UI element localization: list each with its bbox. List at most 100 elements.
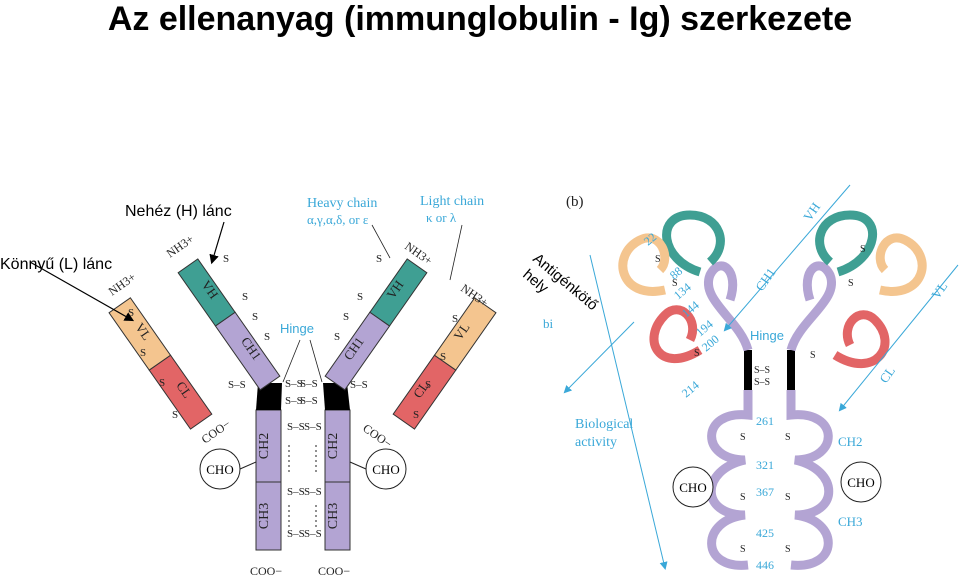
hinge-label-a: Hinge: [280, 321, 314, 336]
left-arm-heavy-chain: CH1 VH: [177, 258, 281, 391]
hinge-right-block: [323, 383, 350, 410]
heavy-chain-classes: α,γ,α,δ, or ε: [307, 212, 369, 227]
coo-label: COO−: [199, 416, 234, 446]
cho-b-left: CHO: [672, 466, 714, 508]
light-chain-classes: κ or λ: [426, 210, 457, 225]
cho-left: CHO: [199, 448, 257, 490]
ss-bond: S–S: [304, 528, 322, 540]
svg-text:S: S: [172, 409, 178, 421]
vh-loops: [662, 210, 878, 277]
svg-text:S: S: [785, 492, 791, 503]
svg-text:S: S: [128, 307, 134, 319]
svg-text:S: S: [672, 278, 678, 289]
svg-text:214: 214: [679, 378, 702, 400]
biological-activity-label-1: Biological: [575, 417, 633, 432]
hinge-bar-right: [787, 350, 795, 390]
svg-text:CHO: CHO: [679, 480, 706, 495]
right-arm-heavy-chain: CH1 VH: [324, 258, 428, 391]
svg-text:S: S: [264, 331, 270, 343]
svg-text:S–S: S–S: [754, 365, 770, 376]
light-chain-hu-label: Könnyű (L) lánc: [0, 256, 112, 273]
svg-text:144: 144: [679, 298, 702, 320]
svg-text:S: S: [159, 377, 165, 389]
ss-bond: S–S: [287, 528, 305, 540]
ch2-left-label: CH2: [257, 433, 272, 459]
ch3-right-label: CH3: [326, 503, 341, 529]
svg-text:S: S: [413, 409, 419, 421]
svg-text:S: S: [860, 244, 866, 255]
coo-label: COO−: [250, 564, 282, 578]
svg-text:S: S: [848, 278, 854, 289]
domain-range-arrows: [563, 184, 959, 570]
svg-text:S: S: [425, 379, 431, 391]
stem-left-heavy-chain: CH2 CH3: [255, 409, 282, 551]
svg-text:S: S: [440, 351, 446, 363]
ss-bond: S–S: [300, 378, 318, 390]
svg-text:S: S: [252, 311, 258, 323]
svg-text:S: S: [740, 432, 746, 443]
heavy-chain-arrow: [209, 221, 225, 265]
hinge-label-b: Hinge: [750, 328, 784, 343]
coo-label: COO−: [318, 564, 350, 578]
cho-b-right: CHO: [840, 461, 882, 503]
nh3-label: NH3+: [164, 232, 197, 261]
svg-text:S: S: [376, 253, 382, 265]
ch1-loops: [703, 261, 837, 352]
svg-text:S: S: [655, 254, 661, 265]
svg-text:S: S: [357, 291, 363, 303]
right-arm-light-chain: CL VL: [392, 297, 497, 430]
svg-text:446: 446: [756, 558, 774, 572]
svg-text:CHO: CHO: [206, 462, 233, 477]
cl-loops: [649, 305, 890, 369]
residue-numbers: 22 88 134 144 194 200 214 261 321 367 42…: [641, 230, 774, 572]
ss-bond: S–S: [228, 379, 246, 391]
svg-text:CL: CL: [876, 363, 898, 385]
svg-text:S: S: [785, 432, 791, 443]
nh3-label: NH3+: [106, 270, 139, 299]
heavy-chain-hu-label: Nehéz (H) lánc: [125, 203, 232, 220]
heavy-chain-label: Heavy chain: [307, 196, 377, 211]
coo-label: COO−: [360, 421, 395, 451]
svg-text:CH1: CH1: [752, 265, 778, 294]
heavy-label-pointer: [371, 224, 391, 259]
svg-text:S: S: [140, 347, 146, 359]
svg-text:CHO: CHO: [372, 462, 399, 477]
svg-text:S–S: S–S: [754, 377, 770, 388]
svg-text:S: S: [785, 544, 791, 555]
light-label-pointer: [449, 224, 463, 281]
svg-text:S: S: [740, 492, 746, 503]
svg-text:425: 425: [756, 526, 774, 540]
ss-bond: S–S: [287, 486, 305, 498]
hinge-pointer: [309, 339, 323, 383]
ss-bond: S–S: [285, 395, 303, 407]
svg-text:S: S: [694, 348, 700, 359]
disulfide-bonds-stem: S–S S–S S–S S–S S–S S–S S–S S–S S–S S–S …: [228, 378, 368, 540]
svg-text:S: S: [452, 313, 458, 325]
hinge-pointer: [282, 339, 301, 383]
hinge-bar-left: [744, 350, 752, 390]
svg-text:261: 261: [756, 414, 774, 428]
page-title: Az ellenanyag (immunglobulin - Ig) szerk…: [107, 0, 853, 38]
panel-b-label: (b): [566, 194, 584, 210]
hinge-left-block: [256, 383, 282, 410]
left-arm-light-chain: CL VL: [108, 297, 213, 430]
stem-right-heavy-chain: CH2 CH3: [324, 409, 351, 551]
svg-text:367: 367: [756, 485, 774, 499]
light-chain-label: Light chain: [420, 194, 484, 209]
bi-fragment: bi: [543, 316, 554, 331]
ss-bond: S–S: [304, 421, 322, 433]
svg-text:S: S: [334, 331, 340, 343]
svg-text:S: S: [242, 291, 248, 303]
ss-bond: S–S: [287, 421, 305, 433]
svg-text:S: S: [740, 544, 746, 555]
svg-text:CH2: CH2: [838, 434, 863, 449]
ss-bond: S–S: [350, 379, 368, 391]
cho-right: CHO: [349, 448, 407, 490]
panel-b: (b) 22 88: [543, 184, 959, 572]
ch2-right-label: CH2: [326, 433, 341, 459]
svg-text:CHO: CHO: [847, 475, 874, 490]
light-chain-arrow: [29, 261, 135, 322]
ss-bond: S–S: [285, 378, 303, 390]
